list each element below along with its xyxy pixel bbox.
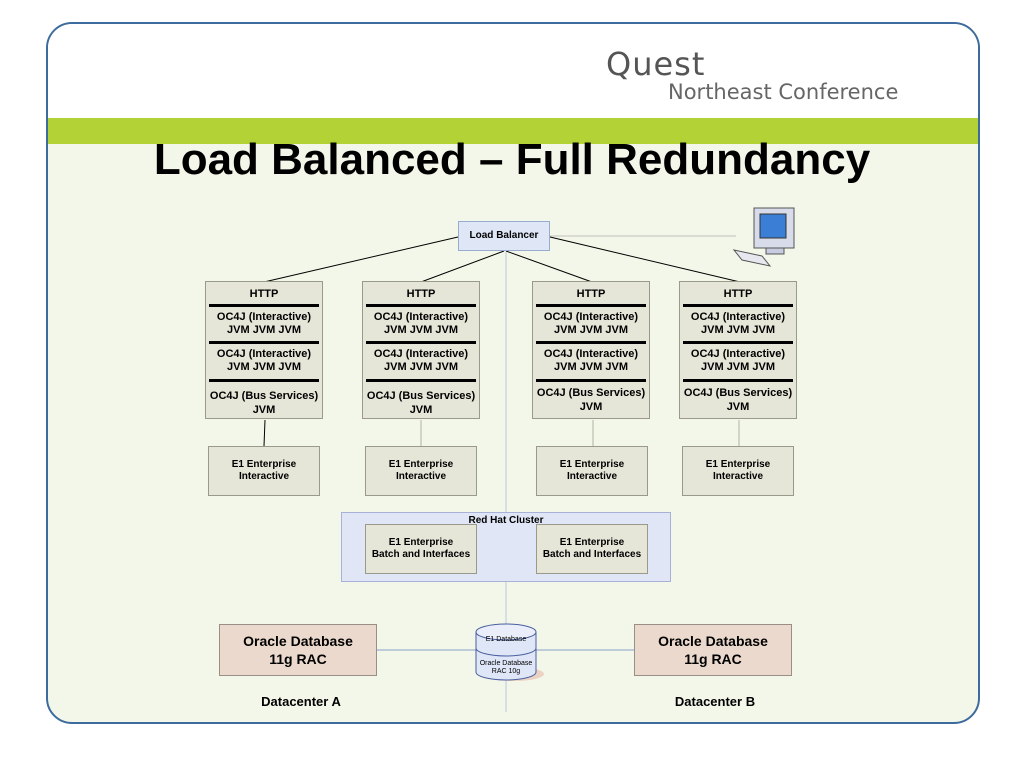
batch-line1: E1 Enterprise — [388, 537, 454, 548]
oc4j-bus-label: OC4J (Bus Services) — [209, 390, 319, 402]
e1-enterprise-interactive: E1 Enterprise Interactive — [208, 446, 320, 496]
slide-frame — [46, 22, 980, 724]
divider — [683, 304, 793, 307]
divider — [209, 341, 319, 344]
divider — [366, 379, 476, 382]
divider — [209, 379, 319, 382]
oracle-database: Oracle Database 11g RAC — [219, 624, 377, 676]
header-area — [48, 24, 978, 118]
http-server: HTTP OC4J (Interactive) JVM JVM JVM OC4J… — [205, 281, 323, 419]
quest-logo: Quest — [606, 45, 706, 83]
oc4j-interactive-label: OC4J (Interactive) — [690, 348, 786, 360]
http-label: HTTP — [249, 288, 279, 300]
jvm-label: JVM — [409, 404, 433, 416]
enterprise-line2: Interactive — [566, 471, 618, 482]
http-server: HTTP OC4J (Interactive) JVM JVM JVM OC4J… — [362, 281, 480, 419]
jvm-label: JVM JVM JVM — [554, 361, 628, 373]
enterprise-line1: E1 Enterprise — [388, 459, 454, 470]
oc4j-interactive-label: OC4J (Interactive) — [216, 348, 312, 360]
jvm-label: JVM JVM JVM — [227, 324, 301, 336]
computer-icon — [732, 207, 795, 267]
e1-enterprise-interactive: E1 Enterprise Interactive — [682, 446, 794, 496]
oc4j-bus-label: OC4J (Bus Services) — [536, 387, 646, 399]
divider — [683, 341, 793, 344]
divider — [683, 379, 793, 382]
divider — [209, 304, 319, 307]
divider — [366, 341, 476, 344]
e1-enterprise-interactive: E1 Enterprise Interactive — [365, 446, 477, 496]
enterprise-line2: Interactive — [395, 471, 447, 482]
oc4j-interactive-label: OC4J (Interactive) — [373, 348, 469, 360]
batch-line2: Batch and Interfaces — [542, 549, 642, 560]
storage-bottom-label1: Oracle Database — [479, 660, 533, 667]
oracle-database: Oracle Database 11g RAC — [634, 624, 792, 676]
cluster-label: Red Hat Cluster — [468, 515, 544, 526]
e1-enterprise-batch: E1 Enterprise Batch and Interfaces — [536, 524, 648, 574]
oc4j-interactive-label: OC4J (Interactive) — [373, 311, 469, 323]
load-balancer: Load Balancer — [458, 221, 550, 251]
oc4j-bus-label: OC4J (Bus Services) — [683, 387, 793, 399]
oc4j-interactive-label: OC4J (Interactive) — [690, 311, 786, 323]
divider — [536, 341, 646, 344]
database-line2: 11g RAC — [269, 651, 327, 667]
oc4j-interactive-label: OC4J (Interactive) — [216, 311, 312, 323]
slide-title: Load Balanced – Full Redundancy — [153, 135, 871, 184]
enterprise-line2: Interactive — [238, 471, 290, 482]
http-label: HTTP — [576, 288, 606, 300]
jvm-label: JVM JVM JVM — [701, 324, 775, 336]
database-cylinder-icon — [475, 623, 544, 681]
storage-bottom-label2: RAC 10g — [491, 668, 521, 675]
jvm-label: JVM JVM JVM — [227, 361, 301, 373]
enterprise-line1: E1 Enterprise — [705, 459, 771, 470]
green-band — [48, 118, 978, 144]
divider — [536, 304, 646, 307]
batch-line2: Batch and Interfaces — [371, 549, 471, 560]
enterprise-line1: E1 Enterprise — [231, 459, 297, 470]
divider — [536, 379, 646, 382]
database-line2: 11g RAC — [684, 651, 742, 667]
http-label: HTTP — [723, 288, 753, 300]
enterprise-line2: Interactive — [712, 471, 764, 482]
storage-top-label: E1 Database — [485, 636, 527, 643]
datacenter-b-label: Datacenter B — [674, 694, 756, 709]
database-line1: Oracle Database — [243, 633, 353, 649]
http-label: HTTP — [406, 288, 436, 300]
jvm-label: JVM — [726, 401, 750, 413]
divider — [366, 304, 476, 307]
jvm-label: JVM — [252, 404, 276, 416]
datacenter-a-label: Datacenter A — [261, 694, 341, 709]
oc4j-interactive-label: OC4J (Interactive) — [543, 311, 639, 323]
jvm-label: JVM JVM JVM — [701, 361, 775, 373]
enterprise-line1: E1 Enterprise — [559, 459, 625, 470]
conference-name: Northeast Conference — [668, 80, 899, 104]
jvm-label: JVM JVM JVM — [384, 324, 458, 336]
http-server: HTTP OC4J (Interactive) JVM JVM JVM OC4J… — [679, 281, 797, 419]
http-server: HTTP OC4J (Interactive) JVM JVM JVM OC4J… — [532, 281, 650, 419]
e1-enterprise-batch: E1 Enterprise Batch and Interfaces — [365, 524, 477, 574]
jvm-label: JVM JVM JVM — [384, 361, 458, 373]
e1-enterprise-interactive: E1 Enterprise Interactive — [536, 446, 648, 496]
batch-line1: E1 Enterprise — [559, 537, 625, 548]
oc4j-interactive-label: OC4J (Interactive) — [543, 348, 639, 360]
database-line1: Oracle Database — [658, 633, 768, 649]
jvm-label: JVM — [579, 401, 603, 413]
jvm-label: JVM JVM JVM — [554, 324, 628, 336]
oc4j-bus-label: OC4J (Bus Services) — [366, 390, 476, 402]
